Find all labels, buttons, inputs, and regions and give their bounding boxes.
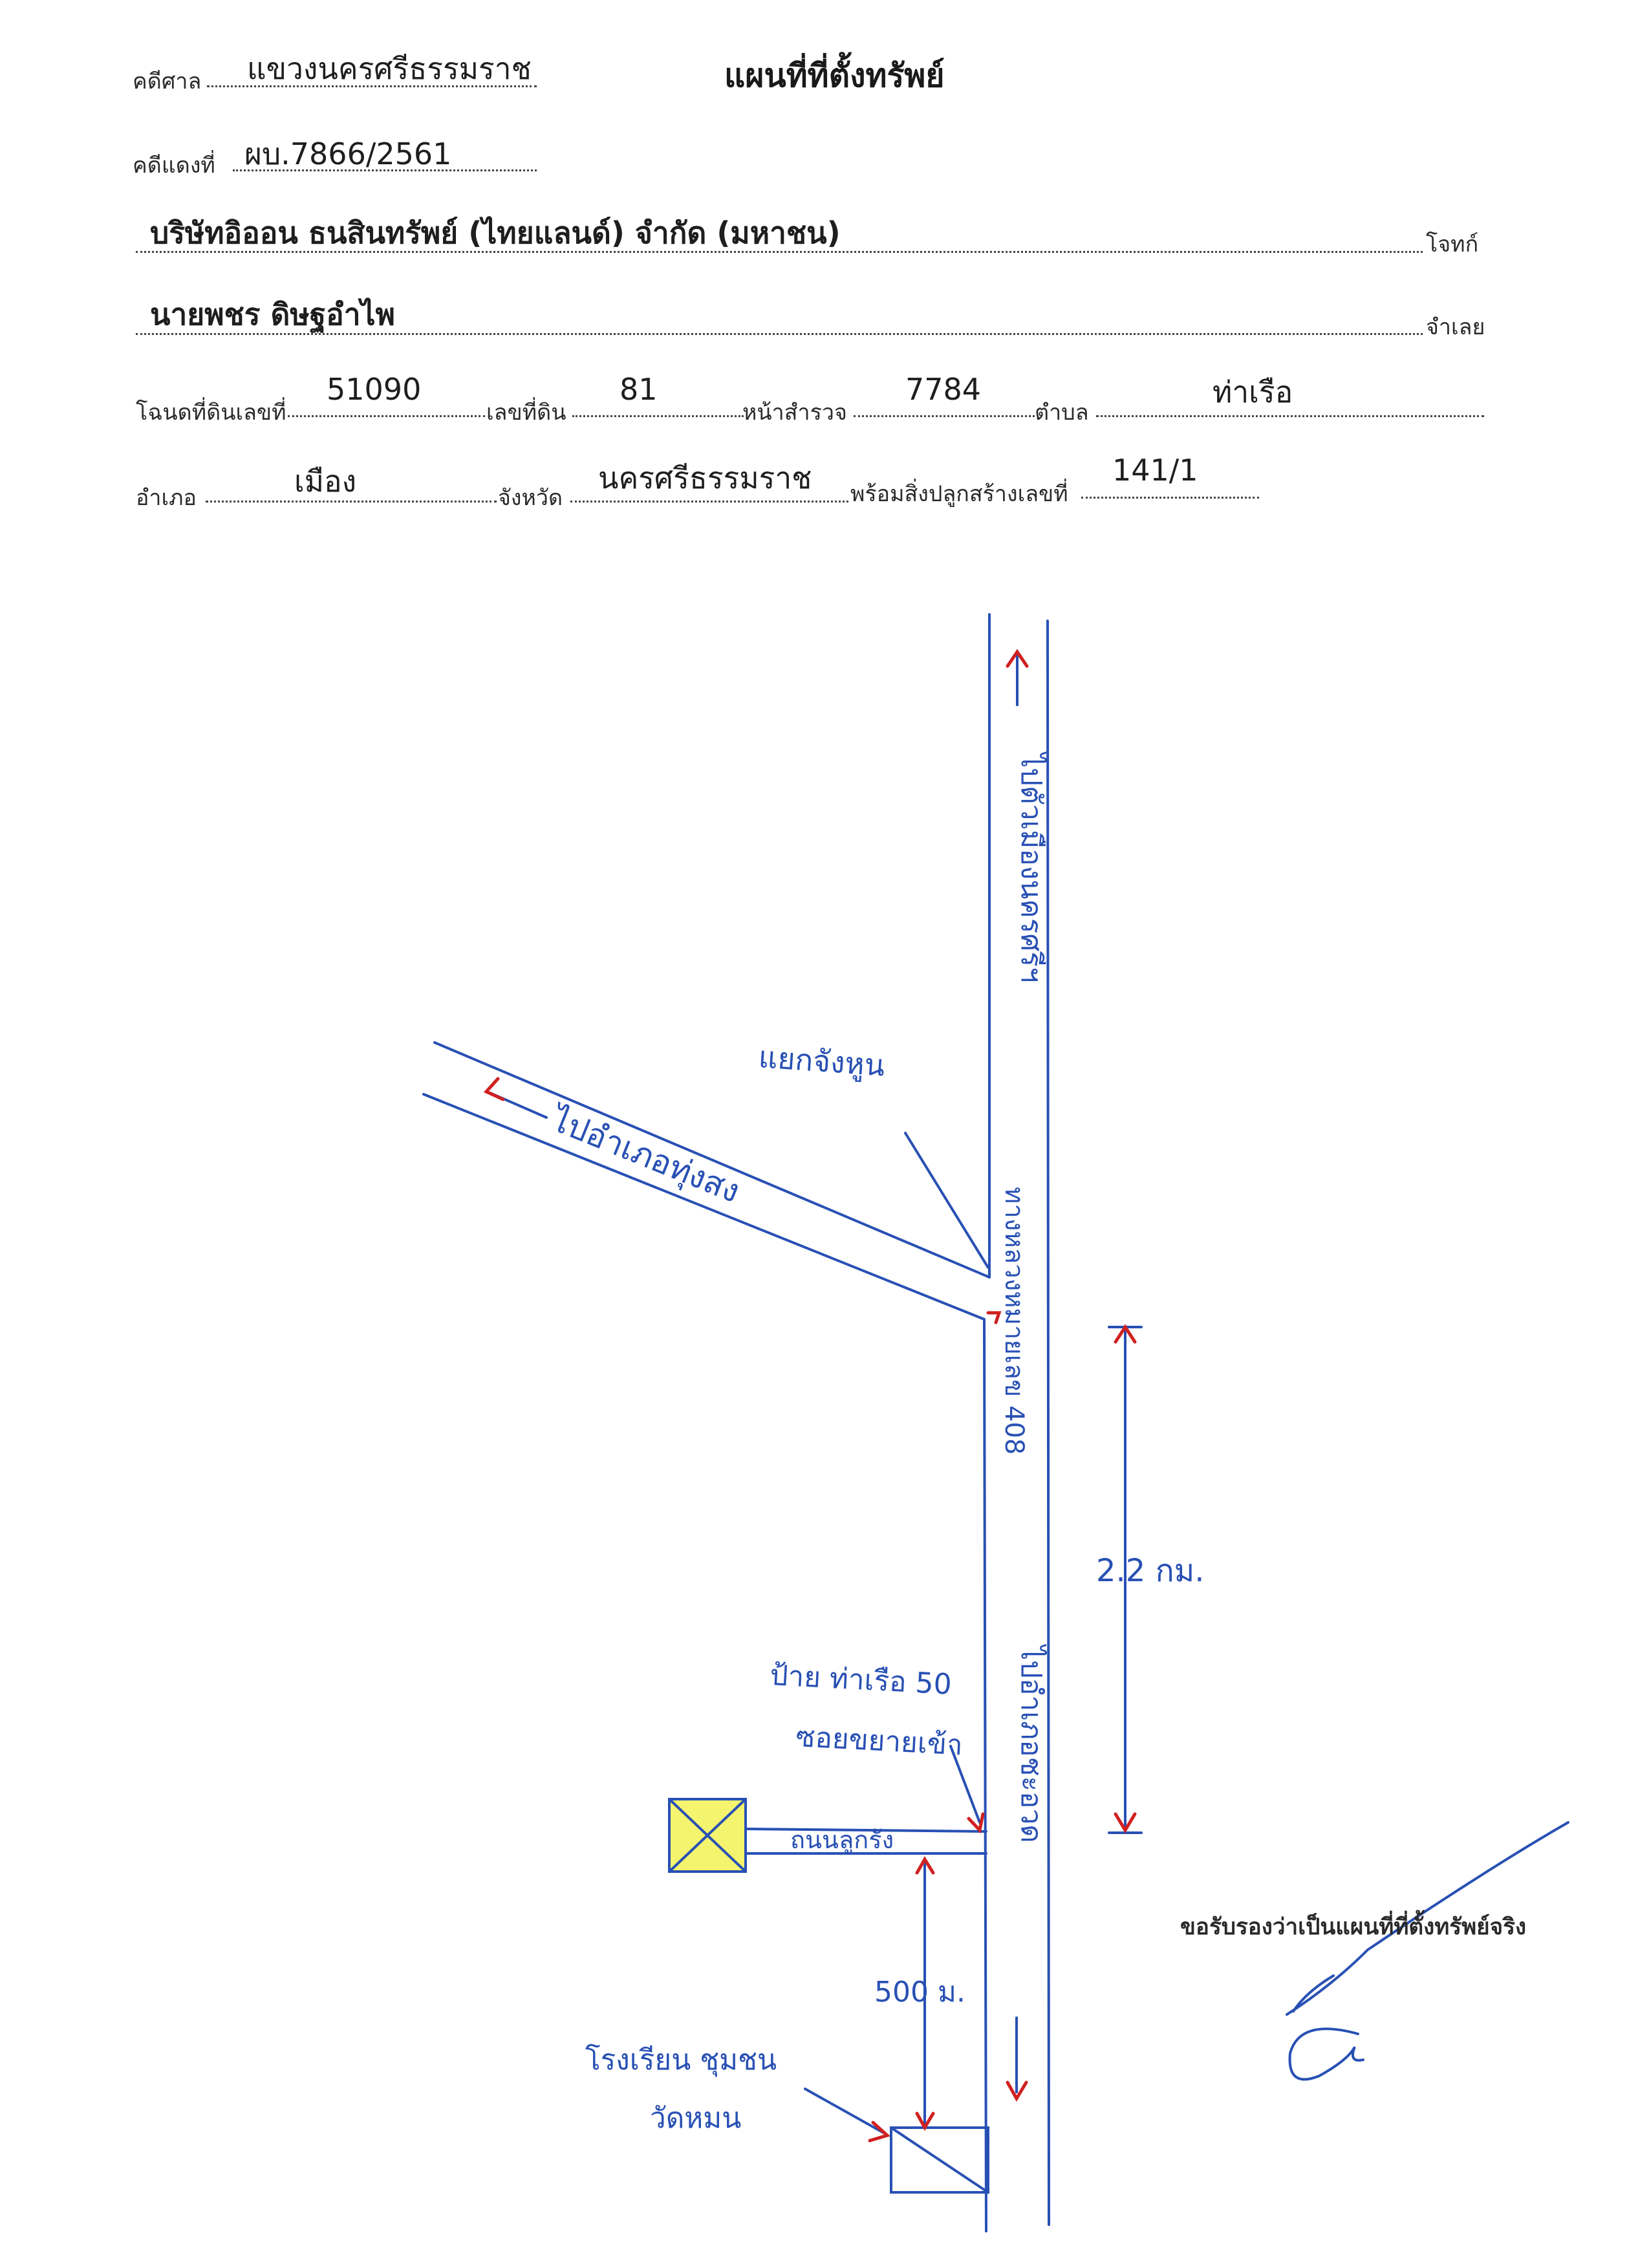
land-no-value: 81	[620, 372, 658, 407]
certification-text: ขอรับรองว่าเป็นแผนที่ที่ตั้งทรัพย์จริง	[1180, 1914, 1527, 1940]
building-label: พร้อมสิ่งปลูกสร้างเลขที่	[850, 481, 1068, 507]
deed-value: 51090	[327, 372, 422, 407]
province-dots	[570, 501, 848, 502]
district-value: เมือง	[294, 464, 357, 499]
court-value: แขวงนครศรีธรรมราช	[247, 51, 532, 86]
label-side-road: ถนนลูกรัง	[790, 1826, 894, 1855]
arrow-head-side-bottom	[915, 2111, 935, 2132]
land-no-label: เลขที่ดิน	[486, 400, 566, 426]
label-sign-line2: ซอยขยายเข้า	[795, 1720, 964, 1762]
signature	[1286, 1821, 1569, 2081]
school-box-diagonal	[890, 2126, 989, 2194]
case-dots	[233, 169, 537, 171]
court-dots	[207, 85, 537, 87]
label-to-city: ไปตัวเมืองนครศรีฯ	[1015, 751, 1048, 983]
label-to-cha-uat: ไปอำเภอชะอวด	[1015, 1644, 1048, 1843]
survey-value: 7784	[905, 372, 982, 407]
highway-right-edge	[1046, 620, 1050, 2226]
deed-dots	[288, 415, 485, 417]
plaintiff-dots	[136, 251, 1423, 253]
arrow-head-sign	[967, 1812, 985, 1834]
case-label: คดีแดงที่	[133, 153, 215, 178]
plaintiff-label: โจทก์	[1426, 232, 1479, 257]
highway-left-edge-lower	[983, 1318, 987, 2232]
school-box	[890, 2126, 989, 2194]
label-highway: ทางหลวงหมายเลข 408	[999, 1187, 1029, 1454]
label-junction: แยกจังหูน	[757, 1039, 886, 1084]
branch-road-upper	[433, 1041, 991, 1279]
subdistrict-dots	[1096, 415, 1484, 417]
land-no-dots	[572, 415, 744, 417]
province-label: จังหวัด	[498, 485, 563, 511]
property-marker	[668, 1798, 747, 1873]
building-dots	[1081, 497, 1259, 499]
label-distance-side: 500 ม.	[874, 1976, 965, 2009]
label-distance-main: 2.2 กม.	[1096, 1553, 1205, 1589]
school-pointer	[804, 2088, 887, 2135]
subdistrict-value: ท่าเรือ	[1212, 374, 1293, 409]
arrow-head-dist-top	[1114, 1324, 1137, 1344]
label-sign-line1: ป้าย ท่าเรือ 50	[769, 1659, 952, 1701]
arrow-head-school	[868, 2121, 890, 2143]
district-label: อำเภอ	[136, 485, 197, 511]
court-label: คดีศาล	[133, 69, 202, 94]
plaintiff-value: บริษัทอิออน ธนสินทรัพย์ (ไทยแลนด์) จำกัด…	[150, 215, 841, 250]
arrow-head-dist-bottom	[1114, 1812, 1137, 1833]
arrow-head-side-top	[915, 1856, 935, 1875]
label-school-line1: โรงเรียน ชุมชน	[585, 2044, 777, 2077]
branch-road-lower	[422, 1093, 986, 1321]
label-school-line2: วัดหมน	[650, 2102, 741, 2135]
sign-pointer	[949, 1745, 981, 1824]
district-dots	[206, 501, 497, 502]
defendant-value: นายพชร ดิษฐอำไพ	[150, 297, 395, 332]
case-value: ผบ.7866/2561	[244, 136, 452, 171]
building-value: 141/1	[1112, 453, 1198, 488]
arrow-head-left	[483, 1077, 505, 1101]
arrow-head-junction	[986, 1311, 1002, 1324]
defendant-dots	[136, 333, 1423, 335]
defendant-label: จำเลย	[1426, 314, 1485, 340]
arrow-head-down	[1006, 2080, 1028, 2102]
side-road-top	[742, 1828, 987, 1833]
deed-label: โฉนดที่ดินเลขที่	[136, 400, 286, 426]
junction-pointer	[904, 1132, 989, 1269]
page-title: แผนที่ที่ตั้งทรัพย์	[724, 57, 945, 94]
province-value: นครศรีธรรมราช	[598, 460, 812, 495]
survey-label: หน้าสำรวจ	[742, 400, 847, 426]
arrow-head-up	[1006, 649, 1029, 668]
subdistrict-label: ตำบล	[1035, 400, 1089, 426]
survey-dots	[854, 415, 1035, 417]
